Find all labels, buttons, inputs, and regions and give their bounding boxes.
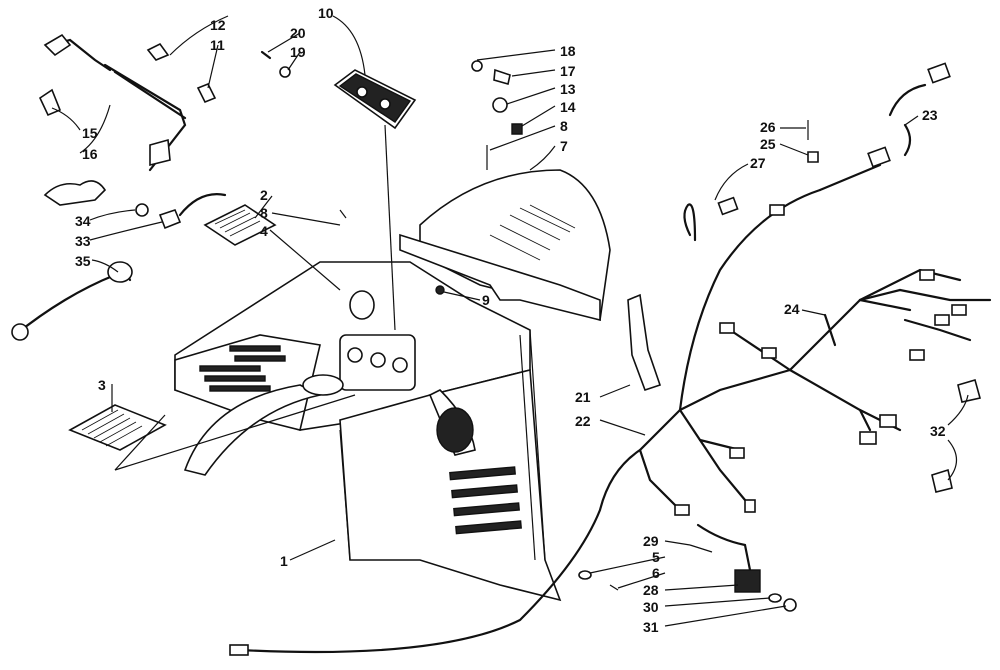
- callout-17: 17: [560, 63, 576, 79]
- callout-13: 13: [560, 81, 576, 97]
- callout-20: 20: [290, 25, 306, 41]
- callout-28: 28: [643, 582, 659, 598]
- clip-part-33: [158, 209, 182, 230]
- connector-part-32a: [957, 379, 981, 403]
- gauge-bracket-part-10: [333, 69, 417, 130]
- callout-34: 34: [75, 213, 91, 229]
- screw-part-6: [609, 584, 619, 591]
- ring-part-34: [135, 203, 149, 217]
- callout-25: 25: [760, 136, 776, 152]
- connector-part-32b: [931, 468, 953, 493]
- callout-27: 27: [750, 155, 766, 171]
- relay-part-28: [734, 569, 761, 593]
- callout-10: 10: [318, 5, 334, 21]
- washer-part-5: [578, 570, 592, 580]
- switch-part-11: [196, 82, 217, 104]
- callout-24: 24: [784, 301, 800, 317]
- part-16-end: [149, 138, 171, 167]
- nut-part-18: [471, 60, 483, 72]
- screw-part-8-mid: [339, 209, 347, 219]
- callout-23: 23: [922, 107, 938, 123]
- callout-21: 21: [575, 389, 591, 405]
- callout-31: 31: [643, 619, 659, 635]
- bracket-part-15: [38, 88, 62, 117]
- callout-19: 19: [290, 44, 306, 60]
- console-top-vents: [199, 345, 286, 392]
- key-switch-assembly: [43, 180, 227, 230]
- clip-part-25: [807, 151, 819, 163]
- decal-part-3: [68, 404, 167, 451]
- relay-assembly: [578, 523, 797, 612]
- callout-15: 15: [82, 125, 98, 141]
- callout-1: 1: [280, 553, 288, 569]
- callout-32: 32: [930, 423, 946, 439]
- callout-8-top: 8: [560, 118, 568, 134]
- screw-part-20: [260, 50, 272, 60]
- screw-part-29: [689, 544, 713, 553]
- callout-6: 6: [652, 565, 660, 581]
- boot-part-21: [627, 293, 662, 392]
- small-hardware-top: [146, 42, 523, 295]
- console-front-vents: [449, 466, 522, 535]
- throttle-assembly-left: [38, 33, 187, 172]
- shroud-part-7: [399, 169, 611, 322]
- nut-part-9: [435, 285, 445, 295]
- wire-part-24: [823, 313, 837, 347]
- console-body: [174, 261, 562, 602]
- callout-18: 18: [560, 43, 576, 59]
- callout-2: 2: [260, 187, 268, 203]
- callout-4: 4: [260, 223, 268, 239]
- washer-part-19: [279, 66, 291, 78]
- washer-part-30: [768, 593, 782, 603]
- callout-35: 35: [75, 253, 91, 269]
- callout-11: 11: [210, 37, 225, 53]
- callout-29: 29: [643, 533, 659, 549]
- callout-33: 33: [75, 233, 91, 249]
- console-gauge-openings: [302, 290, 416, 396]
- callout-12: 12: [210, 17, 226, 33]
- callout-8-mid: 8: [260, 205, 268, 221]
- callout-9: 9: [482, 292, 490, 308]
- clip-part-12: [146, 42, 170, 61]
- leader-lines: [51, 15, 969, 627]
- callout-5: 5: [652, 549, 660, 565]
- harness-connectors: [229, 62, 967, 656]
- callout-7: 7: [560, 138, 568, 154]
- shroud-ribs: [489, 204, 576, 261]
- key-switch-body: [43, 180, 107, 206]
- washer-part-13: [492, 97, 508, 113]
- callout-16: 16: [82, 146, 98, 162]
- nut-part-31: [783, 598, 797, 612]
- callout-14: 14: [560, 99, 576, 115]
- callout-30: 30: [643, 599, 659, 615]
- wire-part-27: [683, 203, 697, 242]
- tether-cord-part-35: [11, 261, 133, 341]
- callout-3: 3: [98, 377, 106, 393]
- callout-labels: 12 11 10 20 19 18 17 13 14 8 7 15 16 34 …: [75, 5, 946, 635]
- callout-26: 26: [760, 119, 776, 135]
- nut-part-14: [511, 123, 523, 135]
- callout-22: 22: [575, 413, 591, 429]
- wire-part-23: [888, 83, 927, 157]
- switch-part-17: [493, 68, 511, 86]
